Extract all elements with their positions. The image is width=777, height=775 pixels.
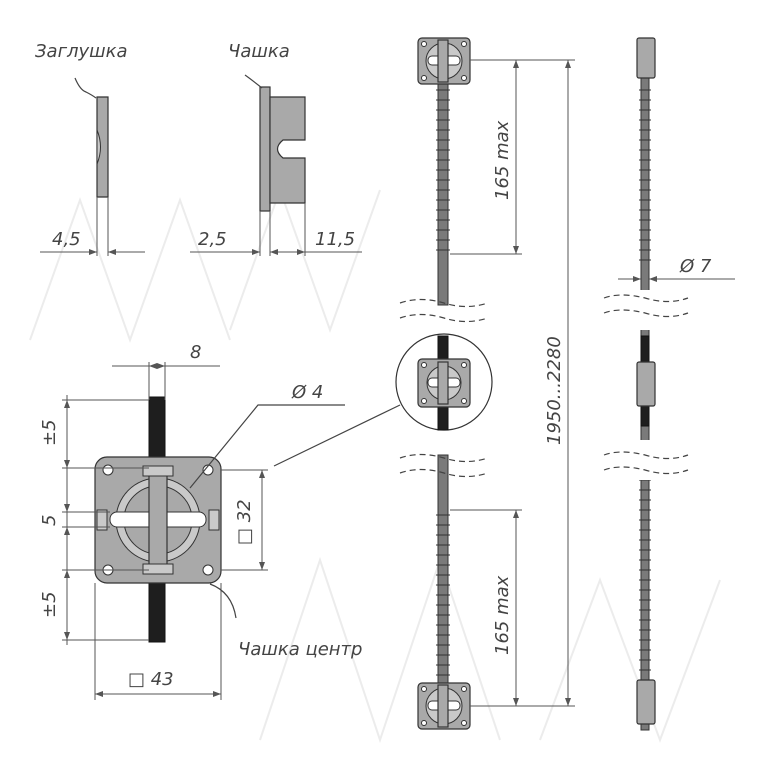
total-length-dim: 1950...2280 [544, 336, 565, 445]
center-cup-detail [62, 362, 345, 700]
cup-center-label: Чашка центр [238, 639, 362, 660]
max-bottom-dim: 165 max [492, 575, 513, 655]
slot-height-dim: 5 [39, 515, 60, 526]
watermark [29, 187, 721, 744]
plug-label: Заглушка [35, 41, 128, 62]
rod-width-dim: 8 [190, 342, 201, 363]
cup-drawing [190, 74, 362, 256]
offset-bottom-dim: ±5 [39, 591, 60, 618]
plate-inner-square-dim: □ 32 [234, 499, 255, 545]
main-rod-assembly [273, 37, 575, 730]
hole-diameter-dim: Ø 4 [291, 382, 323, 403]
max-top-dim: 165 max [492, 120, 513, 200]
plug-drawing [40, 77, 145, 256]
cup-label: Чашка [228, 41, 290, 62]
offset-top-dim: ±5 [39, 419, 60, 446]
rod-diameter-dim: Ø 7 [679, 256, 712, 277]
cup-thickness-dim: 2,5 [198, 229, 227, 250]
plate-outer-square-dim: □ 43 [128, 669, 174, 690]
side-rod-view [603, 37, 735, 731]
plug-thickness-dim: 4,5 [52, 229, 81, 250]
cup-depth-dim: 11,5 [315, 229, 355, 250]
